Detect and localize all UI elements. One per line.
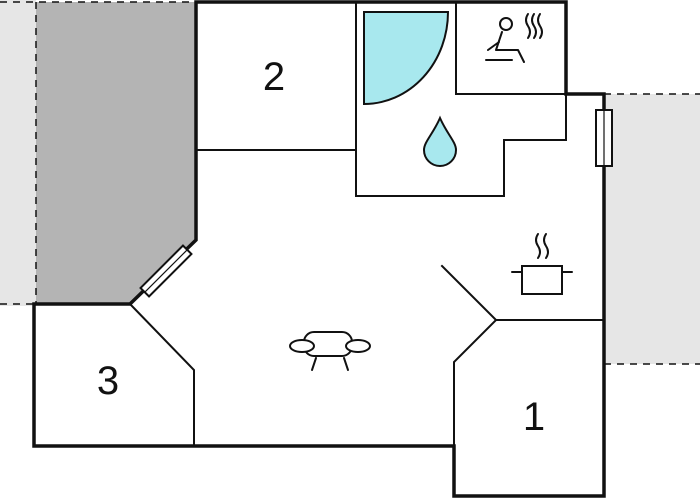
water-drop-icon: [422, 115, 458, 167]
terrace-left: [0, 0, 36, 306]
window-icon: [139, 244, 193, 298]
room-3-wall: [128, 302, 195, 447]
sauna-icon: [485, 13, 543, 63]
bathroom-wall: [355, 1, 567, 197]
room-1-wall: [440, 264, 605, 447]
room-number-2: 2: [263, 55, 285, 99]
shower-icon: [363, 11, 450, 106]
room-number-3: 3: [97, 359, 119, 403]
interior-walls: [128, 1, 605, 447]
windows: [139, 109, 613, 298]
terrace-left-border: [0, 1, 196, 305]
window-icon: [595, 109, 613, 167]
terrace-right: [604, 94, 700, 364]
outside-areas: [0, 0, 700, 365]
room-number-1: 1: [523, 395, 545, 439]
outer-wall: [32, 0, 606, 498]
shaded-area: [36, 2, 196, 304]
sofa-icon: [289, 331, 371, 371]
terrace-right-border: [604, 93, 700, 365]
cooking-pot-icon: [511, 233, 573, 295]
